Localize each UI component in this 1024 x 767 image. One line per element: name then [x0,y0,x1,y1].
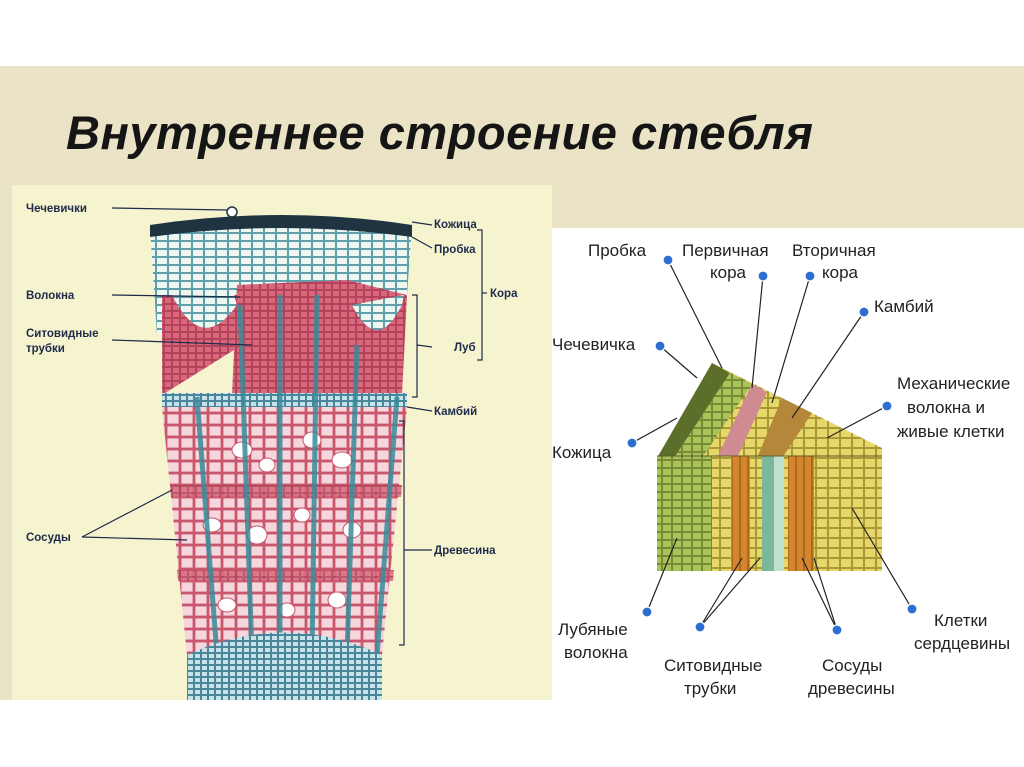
label-wood-vessels-2: древесины [808,679,895,698]
block-bast-fibers [732,456,750,571]
left-diagram-panel: Чечевички Волокна Ситовидные трубки Сосу… [12,185,552,700]
lenticel-shape [226,206,238,218]
label-wood-vessels-1: Сосуды [822,656,882,675]
label-primary-cortex-2: кора [710,263,747,282]
label-bast-fibers-2: волокна [564,643,628,662]
label-wood: Древесина [434,545,496,557]
block-bark-edge [657,363,730,458]
block-cambium-top [757,398,812,458]
block-wood-vessels [788,456,814,571]
marker-dots [626,254,918,636]
label-epidermis: Кожица [552,443,612,462]
label-mechanical-1: Механические [897,374,1010,393]
label-cork: Пробка [434,244,476,256]
label-secondary-cortex-2: кора [822,263,859,282]
label-bast-fibers-1: Лубяные [558,620,628,639]
label-mechanical-3: живые клетки [897,422,1004,441]
cambium-layer [162,393,407,407]
label-cambium: Камбий [434,406,477,418]
stem-cross-section-diagram: Чечевички Волокна Ситовидные трубки Сосу… [26,203,518,700]
label-bark: Кора [490,288,518,300]
growth-ring-2 [177,570,394,581]
label-cork: Пробка [588,241,647,260]
cortex-wedge-right [352,295,404,330]
label-primary-cortex-1: Первичная [682,241,769,260]
cortex-wedge [172,295,237,328]
label-fibers: Волокна [26,290,75,302]
slide-title: Внутреннее строение стебля [66,106,814,159]
label-mechanical-2: волокна и [907,398,985,417]
label-bast: Луб [454,342,476,354]
label-lenticel: Чечевичка [552,335,636,354]
label-sieve-tubes-2: трубки [26,343,65,355]
block-sieve-tubes [762,456,774,571]
label-pith-cells-2: сердцевины [914,634,1010,653]
stem-block-diagram: Пробка Первичная кора Вторичная кора Кам… [552,241,1010,698]
right-diagram-panel: Пробка Первичная кора Вторичная кора Кам… [552,228,1024,700]
label-secondary-cortex-1: Вторичная [792,241,876,260]
label-epidermis: Кожица [434,219,477,231]
block-cortex-top [674,373,752,458]
block-cortex-front [657,456,712,571]
label-pith-cells-1: Клетки [934,611,987,630]
vessels [202,431,362,618]
label-sieve-tubes-1: Ситовидные [26,328,98,340]
label-lenticels: Чечевички [26,203,87,215]
label-sieve-tubes-1: Ситовидные [664,656,762,675]
label-cambium: Камбий [874,297,934,316]
growth-ring-1 [170,485,402,497]
bark-layer [150,215,412,237]
pith-tissue [187,632,382,700]
phloem-tissue-center [232,280,362,395]
medullary-rays [194,294,400,656]
block-phloem-top [717,384,767,458]
label-vessels: Сосуды [26,532,71,544]
label-sieve-tubes-2: трубки [684,679,736,698]
block-cambium-front [774,456,784,571]
wood-tissue [162,407,407,655]
